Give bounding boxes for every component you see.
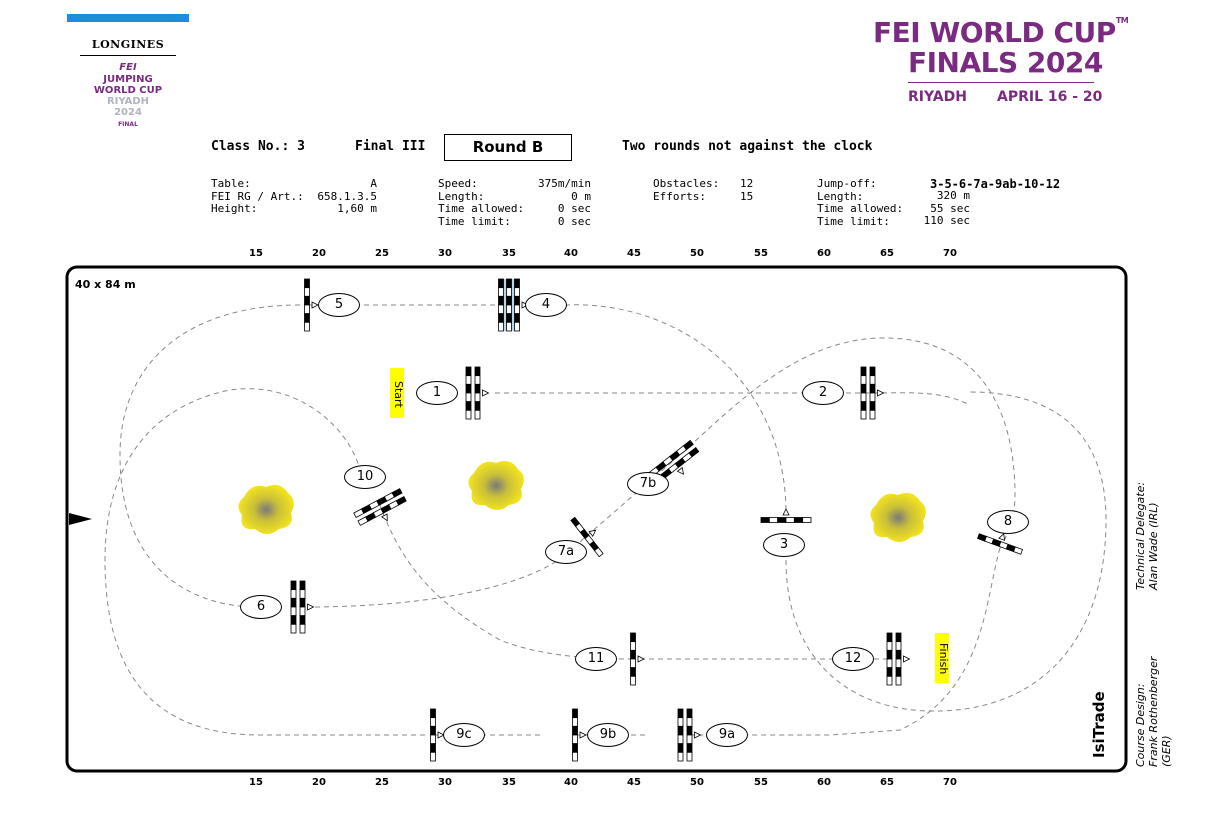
logo-line-jumping: JUMPING (103, 74, 153, 85)
obstacle-9a (677, 708, 702, 762)
scale-top-label-40: 40 (564, 248, 578, 259)
tree-decoration-3 (870, 493, 926, 542)
scale-top-label-45: 45 (627, 248, 641, 259)
obstacle-6 (290, 580, 315, 634)
class-number: Class No.: 3 (211, 139, 305, 154)
tree-decoration-2 (468, 461, 524, 510)
entry-arrow-icon (69, 513, 92, 525)
scale-bottom-label-70: 70 (943, 777, 957, 788)
logo-line-riyadh: RIYADH (106, 96, 150, 107)
obstacle-label-11: 11 (575, 647, 617, 671)
obstacle-7a (570, 516, 604, 558)
logo-accent-bar (67, 14, 189, 22)
scale-bottom-label-30: 30 (438, 777, 452, 788)
jumpoff-sequence: 3-5-6-7a-9ab-10-12 (930, 177, 1061, 191)
scale-top-label-70: 70 (943, 248, 957, 259)
scale-top-label-50: 50 (690, 248, 704, 259)
info-labels-col1: Table:FEI RG / Art.:Height: (211, 177, 304, 215)
arena-size: 40 x 84 m (75, 278, 136, 291)
scale-bottom-label-60: 60 (817, 777, 831, 788)
obstacle-label-9b: 9b (587, 723, 629, 747)
obstacle-label-7a: 7a (545, 540, 587, 564)
brand-divider (908, 82, 1094, 83)
obstacle-label-1: 1 (416, 381, 458, 405)
fei-logo: FEI (119, 62, 137, 73)
brand-title-line1: FEI WORLD CUPTM (873, 16, 1129, 49)
scale-top-label-65: 65 (880, 248, 894, 259)
info-labels-col2: Speed:Length:Time allowed:Time limit: (438, 177, 525, 228)
scale-bottom-label-25: 25 (375, 777, 389, 788)
obstacle-label-9c: 9c (443, 723, 485, 747)
course-designer: Course Design:Frank Rothenberger (GER) (1134, 656, 1173, 767)
start-label: Start (392, 380, 405, 408)
obstacle-label-6: 6 (240, 595, 282, 619)
info-labels-col3: Obstacles:Efforts: (653, 177, 720, 203)
brand-city: RIYADH (908, 89, 967, 105)
obstacle-3 (760, 508, 812, 523)
tree-decoration-1 (238, 485, 294, 534)
scale-top-label-30: 30 (438, 248, 452, 259)
final-name: Final III (355, 139, 426, 154)
obstacles-layer (290, 278, 1023, 762)
obstacle-label-3: 3 (763, 533, 805, 557)
obstacle-8 (977, 532, 1023, 555)
scale-bottom-label-55: 55 (754, 777, 768, 788)
scale-top-label-15: 15 (249, 248, 263, 259)
isitrade-logo: IsiTrade (1090, 691, 1108, 758)
longines-logo: LONGINES (91, 38, 165, 51)
scale-bottom-label-15: 15 (249, 777, 263, 788)
logo-line-worldcup: WORLD CUP (93, 85, 163, 96)
obstacle-label-10: 10 (344, 465, 386, 489)
logo-line-year: 2024 (114, 107, 142, 118)
obstacle-label-8: 8 (987, 510, 1029, 534)
finish-highlight (935, 633, 949, 683)
obstacle-label-12: 12 (832, 647, 874, 671)
scale-bottom-label-50: 50 (690, 777, 704, 788)
scale-top-label-25: 25 (375, 248, 389, 259)
obstacle-label-4: 4 (525, 293, 567, 317)
start-highlight (390, 368, 404, 418)
obstacle-9c (430, 708, 445, 762)
obstacle-label-5: 5 (318, 293, 360, 317)
obstacle-label-2: 2 (802, 381, 844, 405)
scale-bottom-label-20: 20 (312, 777, 326, 788)
obstacle-label-9a: 9a (706, 723, 748, 747)
technical-delegate: Technical Delegate:Alan Wade (IRL) (1134, 481, 1160, 590)
arena-border (65, 265, 1128, 773)
round-box: Round B (444, 134, 572, 161)
obstacle-label-7b: 7b (627, 472, 669, 496)
logo-divider (80, 55, 176, 56)
obstacle-9b (572, 708, 587, 762)
info-labels-jumpoff: Jump-off:Length:Time allowed:Time limit: (817, 177, 904, 228)
obstacle-4 (498, 278, 529, 332)
scale-top-label-60: 60 (817, 248, 831, 259)
scale-bottom-label-45: 45 (627, 777, 641, 788)
scale-bottom-label-65: 65 (880, 777, 894, 788)
obstacle-2 (860, 366, 885, 420)
brand-title-line2: FINALS 2024 (908, 46, 1103, 79)
obstacle-5 (304, 278, 319, 332)
obstacle-12 (886, 632, 911, 686)
logo-final: FINAL (118, 121, 138, 128)
scale-bottom-label-35: 35 (502, 777, 516, 788)
scale-bottom-label-40: 40 (564, 777, 578, 788)
obstacle-1 (465, 366, 490, 420)
scale-top-label-55: 55 (754, 248, 768, 259)
obstacle-10 (353, 488, 407, 526)
finish-label: Finish (937, 643, 950, 675)
scale-top-label-35: 35 (502, 248, 516, 259)
scale-top-label-20: 20 (312, 248, 326, 259)
brand-dates: APRIL 16 - 20 (997, 89, 1103, 105)
obstacle-11 (630, 632, 645, 686)
round-description: Two rounds not against the clock (622, 139, 873, 154)
